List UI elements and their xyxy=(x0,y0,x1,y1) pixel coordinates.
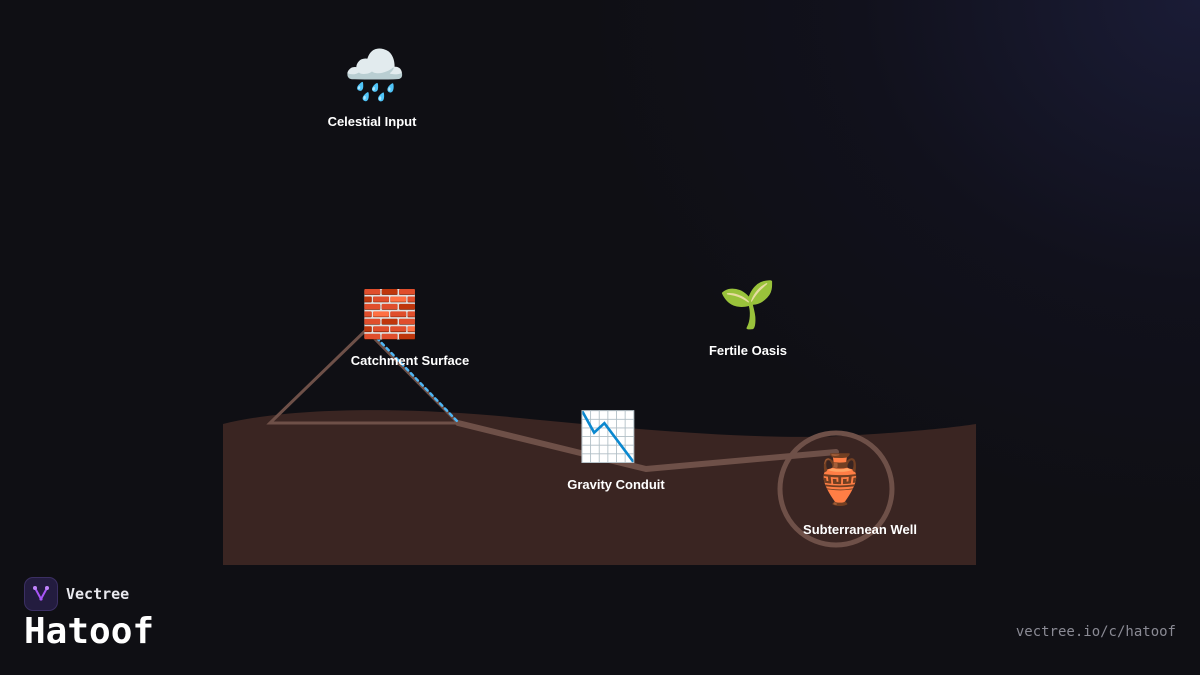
node-label: Celestial Input xyxy=(327,114,417,129)
chart-decreasing-icon: 📉 xyxy=(578,409,638,465)
node-subterranean-well: 🏺 Subterranean Well xyxy=(750,456,970,537)
node-catchment-surface: 🧱 Catchment Surface xyxy=(300,291,520,368)
amphora-icon: 🏺 xyxy=(810,452,870,508)
vectree-fork-icon xyxy=(24,577,58,611)
well-shaft-ring xyxy=(777,430,895,548)
node-label: Catchment Surface xyxy=(350,353,470,368)
node-celestial-input: 🌧️ Celestial Input xyxy=(262,50,482,129)
catchment-mound xyxy=(266,327,462,425)
source-url[interactable]: vectree.io/c/hatoof xyxy=(1015,624,1176,640)
brand-name: Vectree xyxy=(66,585,130,603)
node-label: Fertile Oasis xyxy=(708,343,788,358)
rain-cloud-icon: 🌧️ xyxy=(343,46,407,104)
node-label: Subterranean Well xyxy=(803,522,917,537)
node-gravity-conduit: 📉 Gravity Conduit xyxy=(506,413,726,492)
brand-lockup: Vectree xyxy=(24,577,129,611)
ground-terrain xyxy=(223,410,976,565)
node-label: Gravity Conduit xyxy=(567,477,665,492)
page-title: Hatoof xyxy=(24,611,155,652)
water-flow-line xyxy=(370,331,459,423)
seedling-icon: 🌱 xyxy=(719,277,777,331)
gravity-channel xyxy=(455,420,839,472)
brick-wall-icon: 🧱 xyxy=(361,287,419,341)
node-fertile-oasis: 🌱 Fertile Oasis xyxy=(638,281,858,358)
